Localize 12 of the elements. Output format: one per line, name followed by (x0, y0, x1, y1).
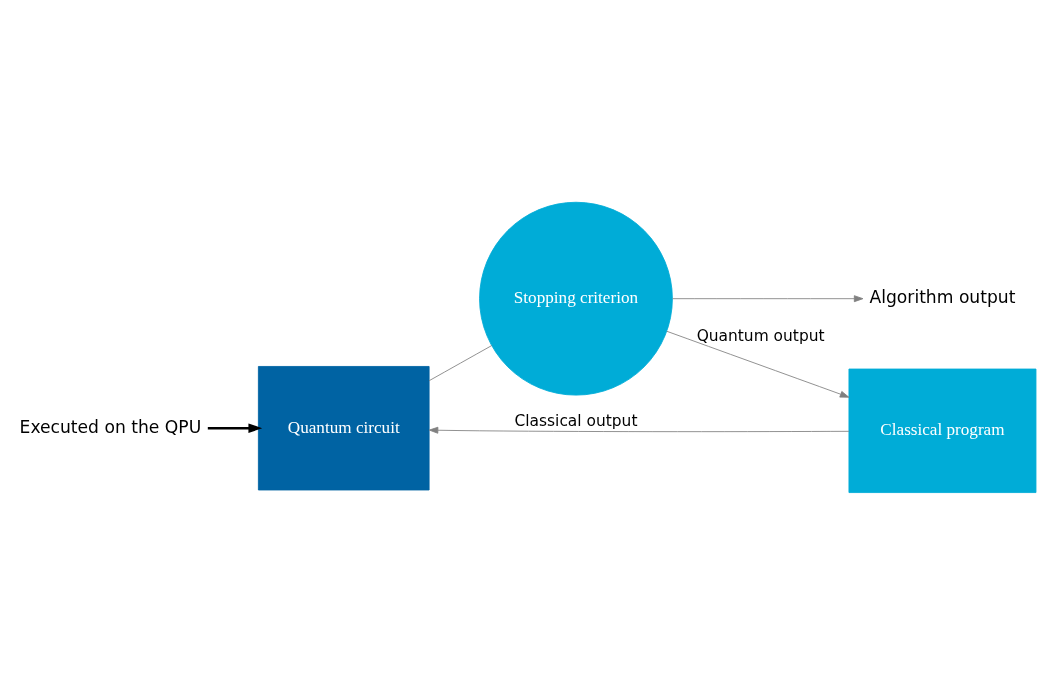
arrow (672, 294, 864, 302)
connector (428, 344, 493, 381)
arrow (207, 422, 263, 433)
arrow (428, 426, 850, 434)
node-text: Executed on the QPU (19, 416, 202, 437)
node-box: Quantum circuit (257, 365, 430, 490)
edge-label: Classical output (514, 411, 638, 430)
node-text: Algorithm output (869, 286, 1016, 307)
arrow (666, 330, 850, 398)
node-box: Classical program (848, 368, 1037, 493)
node-circle: Stopping criterion (479, 201, 673, 396)
edge-label: Quantum output (696, 326, 825, 345)
